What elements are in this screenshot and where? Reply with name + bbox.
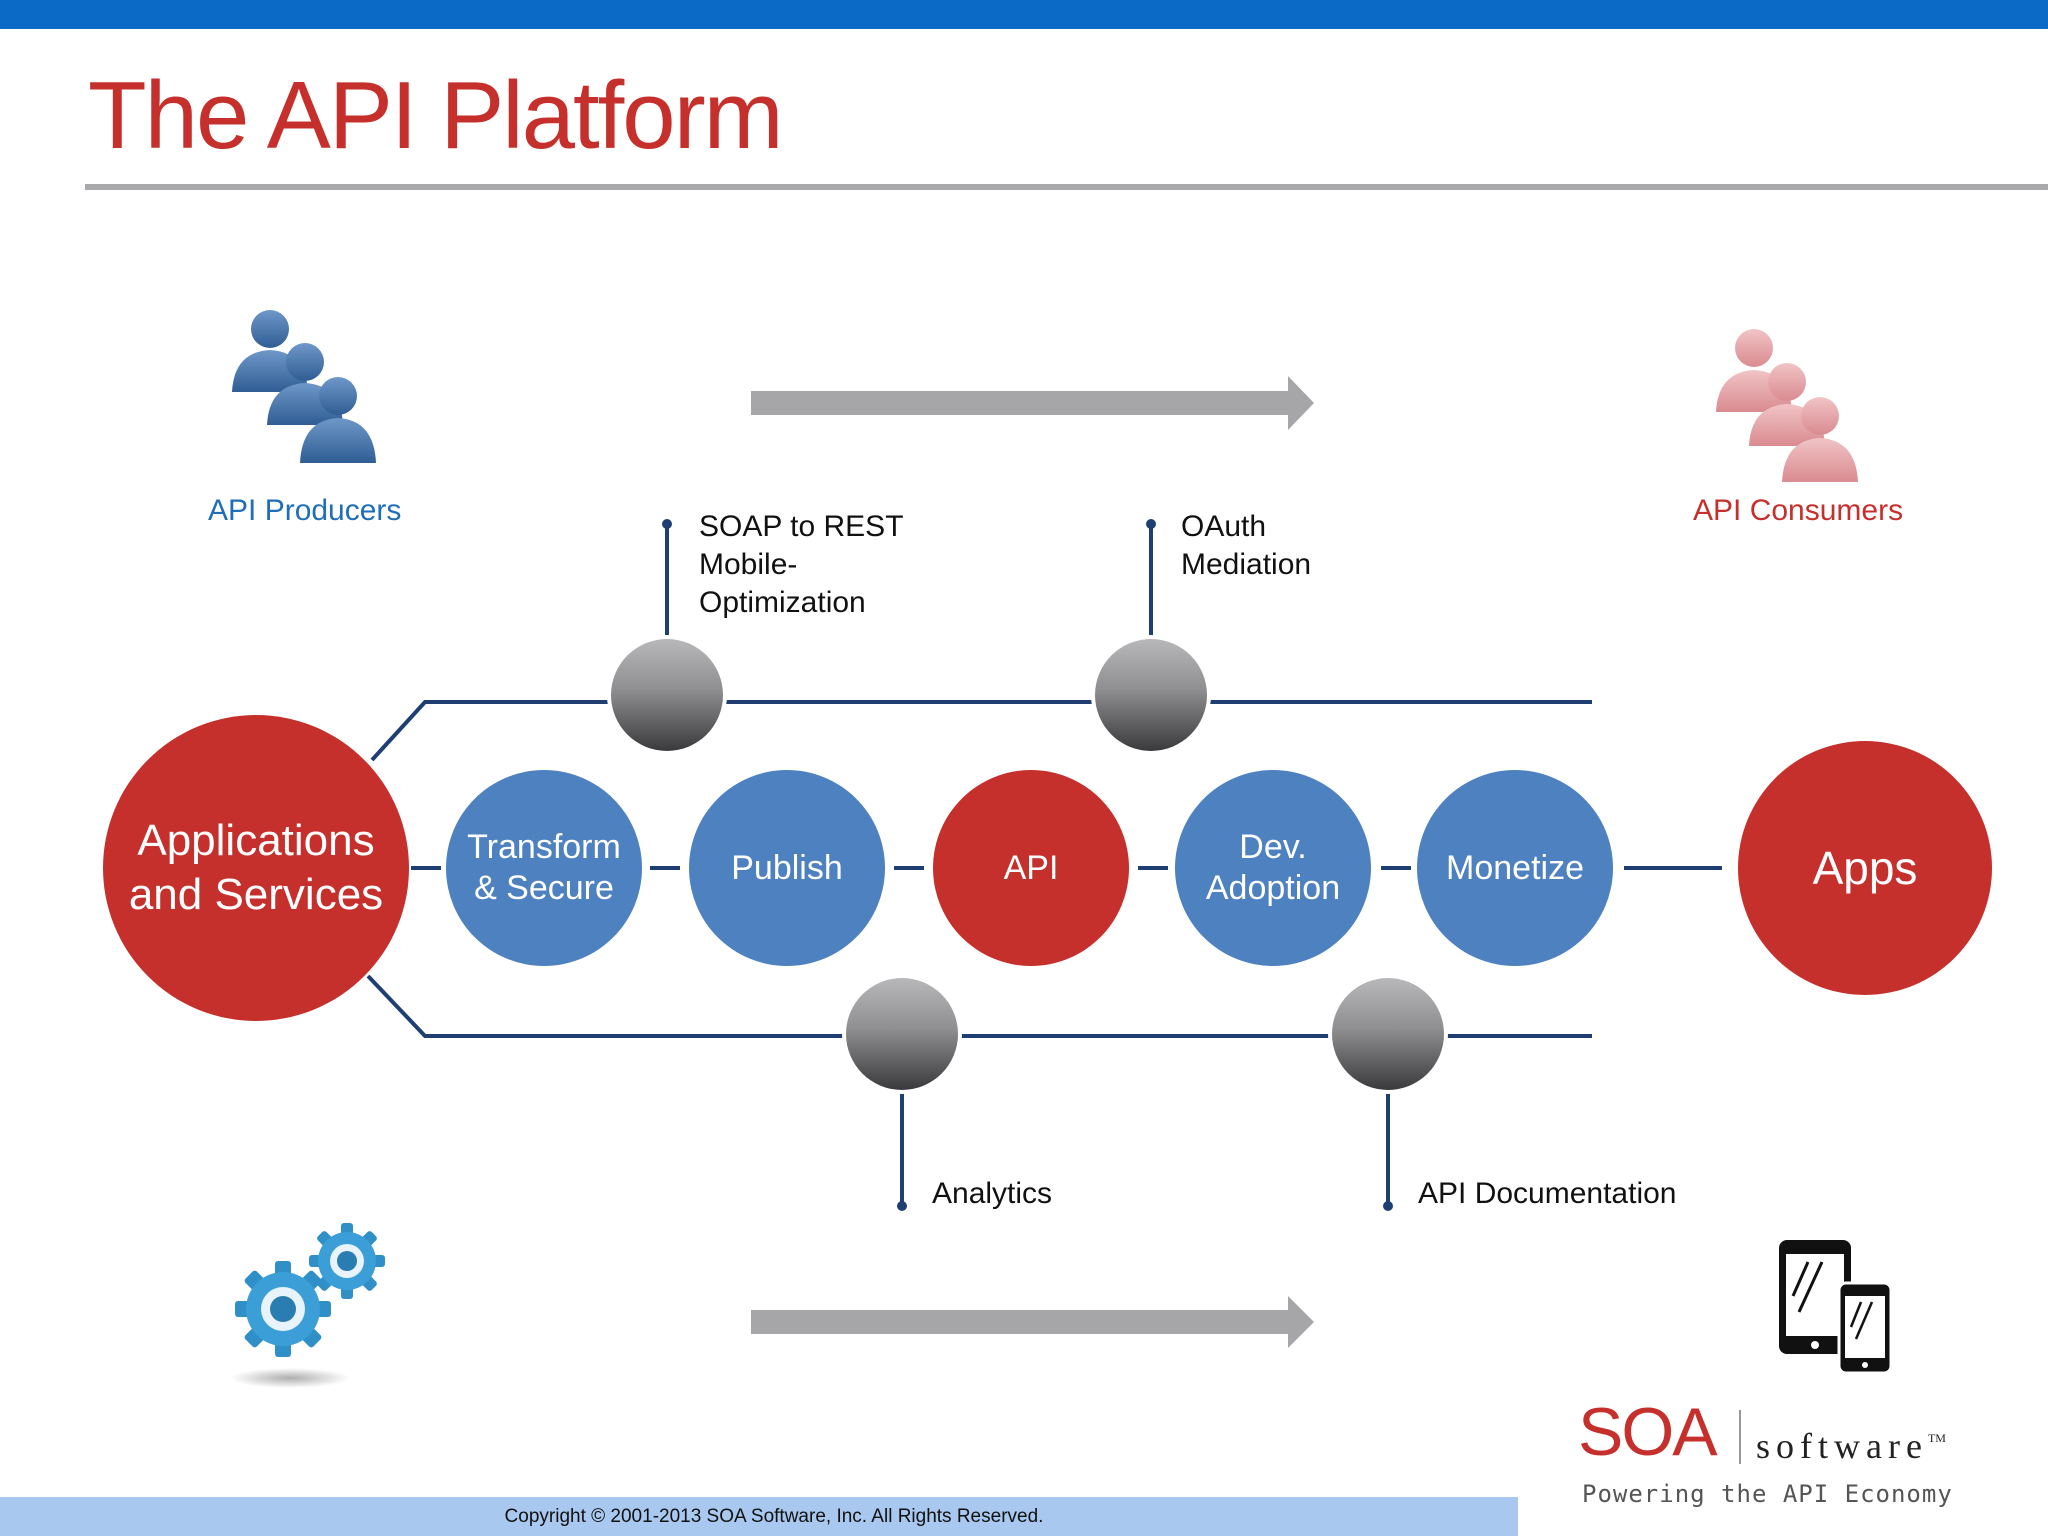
api-producers-people-icon — [232, 310, 376, 463]
applications-and-services-label: Applications and Services — [128, 816, 384, 919]
logo-separator — [1739, 1410, 1741, 1464]
footer-bar — [0, 1497, 1518, 1536]
stage-label-publish: Publish — [731, 848, 843, 887]
callout-api-documentation: API Documentation — [1418, 1177, 1677, 1210]
stage-monetize-circle — [1417, 770, 1613, 966]
api-producers-label: API Producers — [208, 494, 402, 527]
soa-logo-wordmark: SOA — [1578, 1394, 1718, 1470]
callout-soap-to-rest: SOAP to REST Mobile- Optimization — [699, 510, 904, 619]
gears-icon — [230, 1223, 385, 1388]
callout-oauth-mediation: OAuth Mediation — [1181, 510, 1312, 581]
stage-api-circle — [933, 770, 1129, 966]
sphere-soap-to-rest — [611, 639, 723, 751]
callout-dots — [662, 519, 1393, 1211]
api-consumers-label: API Consumers — [1693, 494, 1904, 527]
bottom-flow-arrow — [751, 1296, 1314, 1348]
bottom-rail — [366, 974, 1592, 1038]
mobile-devices-icon — [1779, 1240, 1893, 1375]
logo-product: software — [1756, 1426, 1928, 1466]
stage-transform-secure-circle — [446, 770, 642, 966]
software-logo-wordmark: softwareTM — [1756, 1428, 1946, 1464]
top-rail — [370, 700, 1592, 762]
api-consumers-people-icon — [1716, 329, 1858, 482]
apps-circle — [1738, 741, 1992, 995]
stage-publish-circle — [689, 770, 885, 966]
copyright-notice: Copyright © 2001-2013 SOA Software, Inc.… — [504, 1505, 1044, 1527]
sphere-analytics — [846, 978, 958, 1090]
stage-label-transform-secure: Transform & Secure — [467, 828, 621, 907]
applications-and-services-circle — [103, 715, 409, 1021]
stage-label-monetize: Monetize — [1446, 848, 1584, 887]
gray-spheres — [607, 635, 1448, 1094]
slide-title: The API Platform — [88, 62, 784, 169]
top-flow-arrow — [751, 376, 1314, 430]
apps-label: Apps — [1812, 842, 1918, 894]
title-divider — [85, 184, 2048, 190]
trademark-symbol: TM — [1927, 1431, 1946, 1445]
stage-dev-adoption-circle — [1175, 770, 1371, 966]
stage-label-api: API — [1003, 848, 1059, 887]
callout-analytics: Analytics — [932, 1177, 1053, 1210]
sphere-api-documentation — [1332, 978, 1444, 1090]
top-bar — [0, 0, 2048, 29]
stage-label-dev-adoption: Dev. Adoption — [1205, 828, 1341, 907]
logo-tagline: Powering the API Economy — [1582, 1480, 1953, 1508]
sphere-oauth — [1095, 639, 1207, 751]
